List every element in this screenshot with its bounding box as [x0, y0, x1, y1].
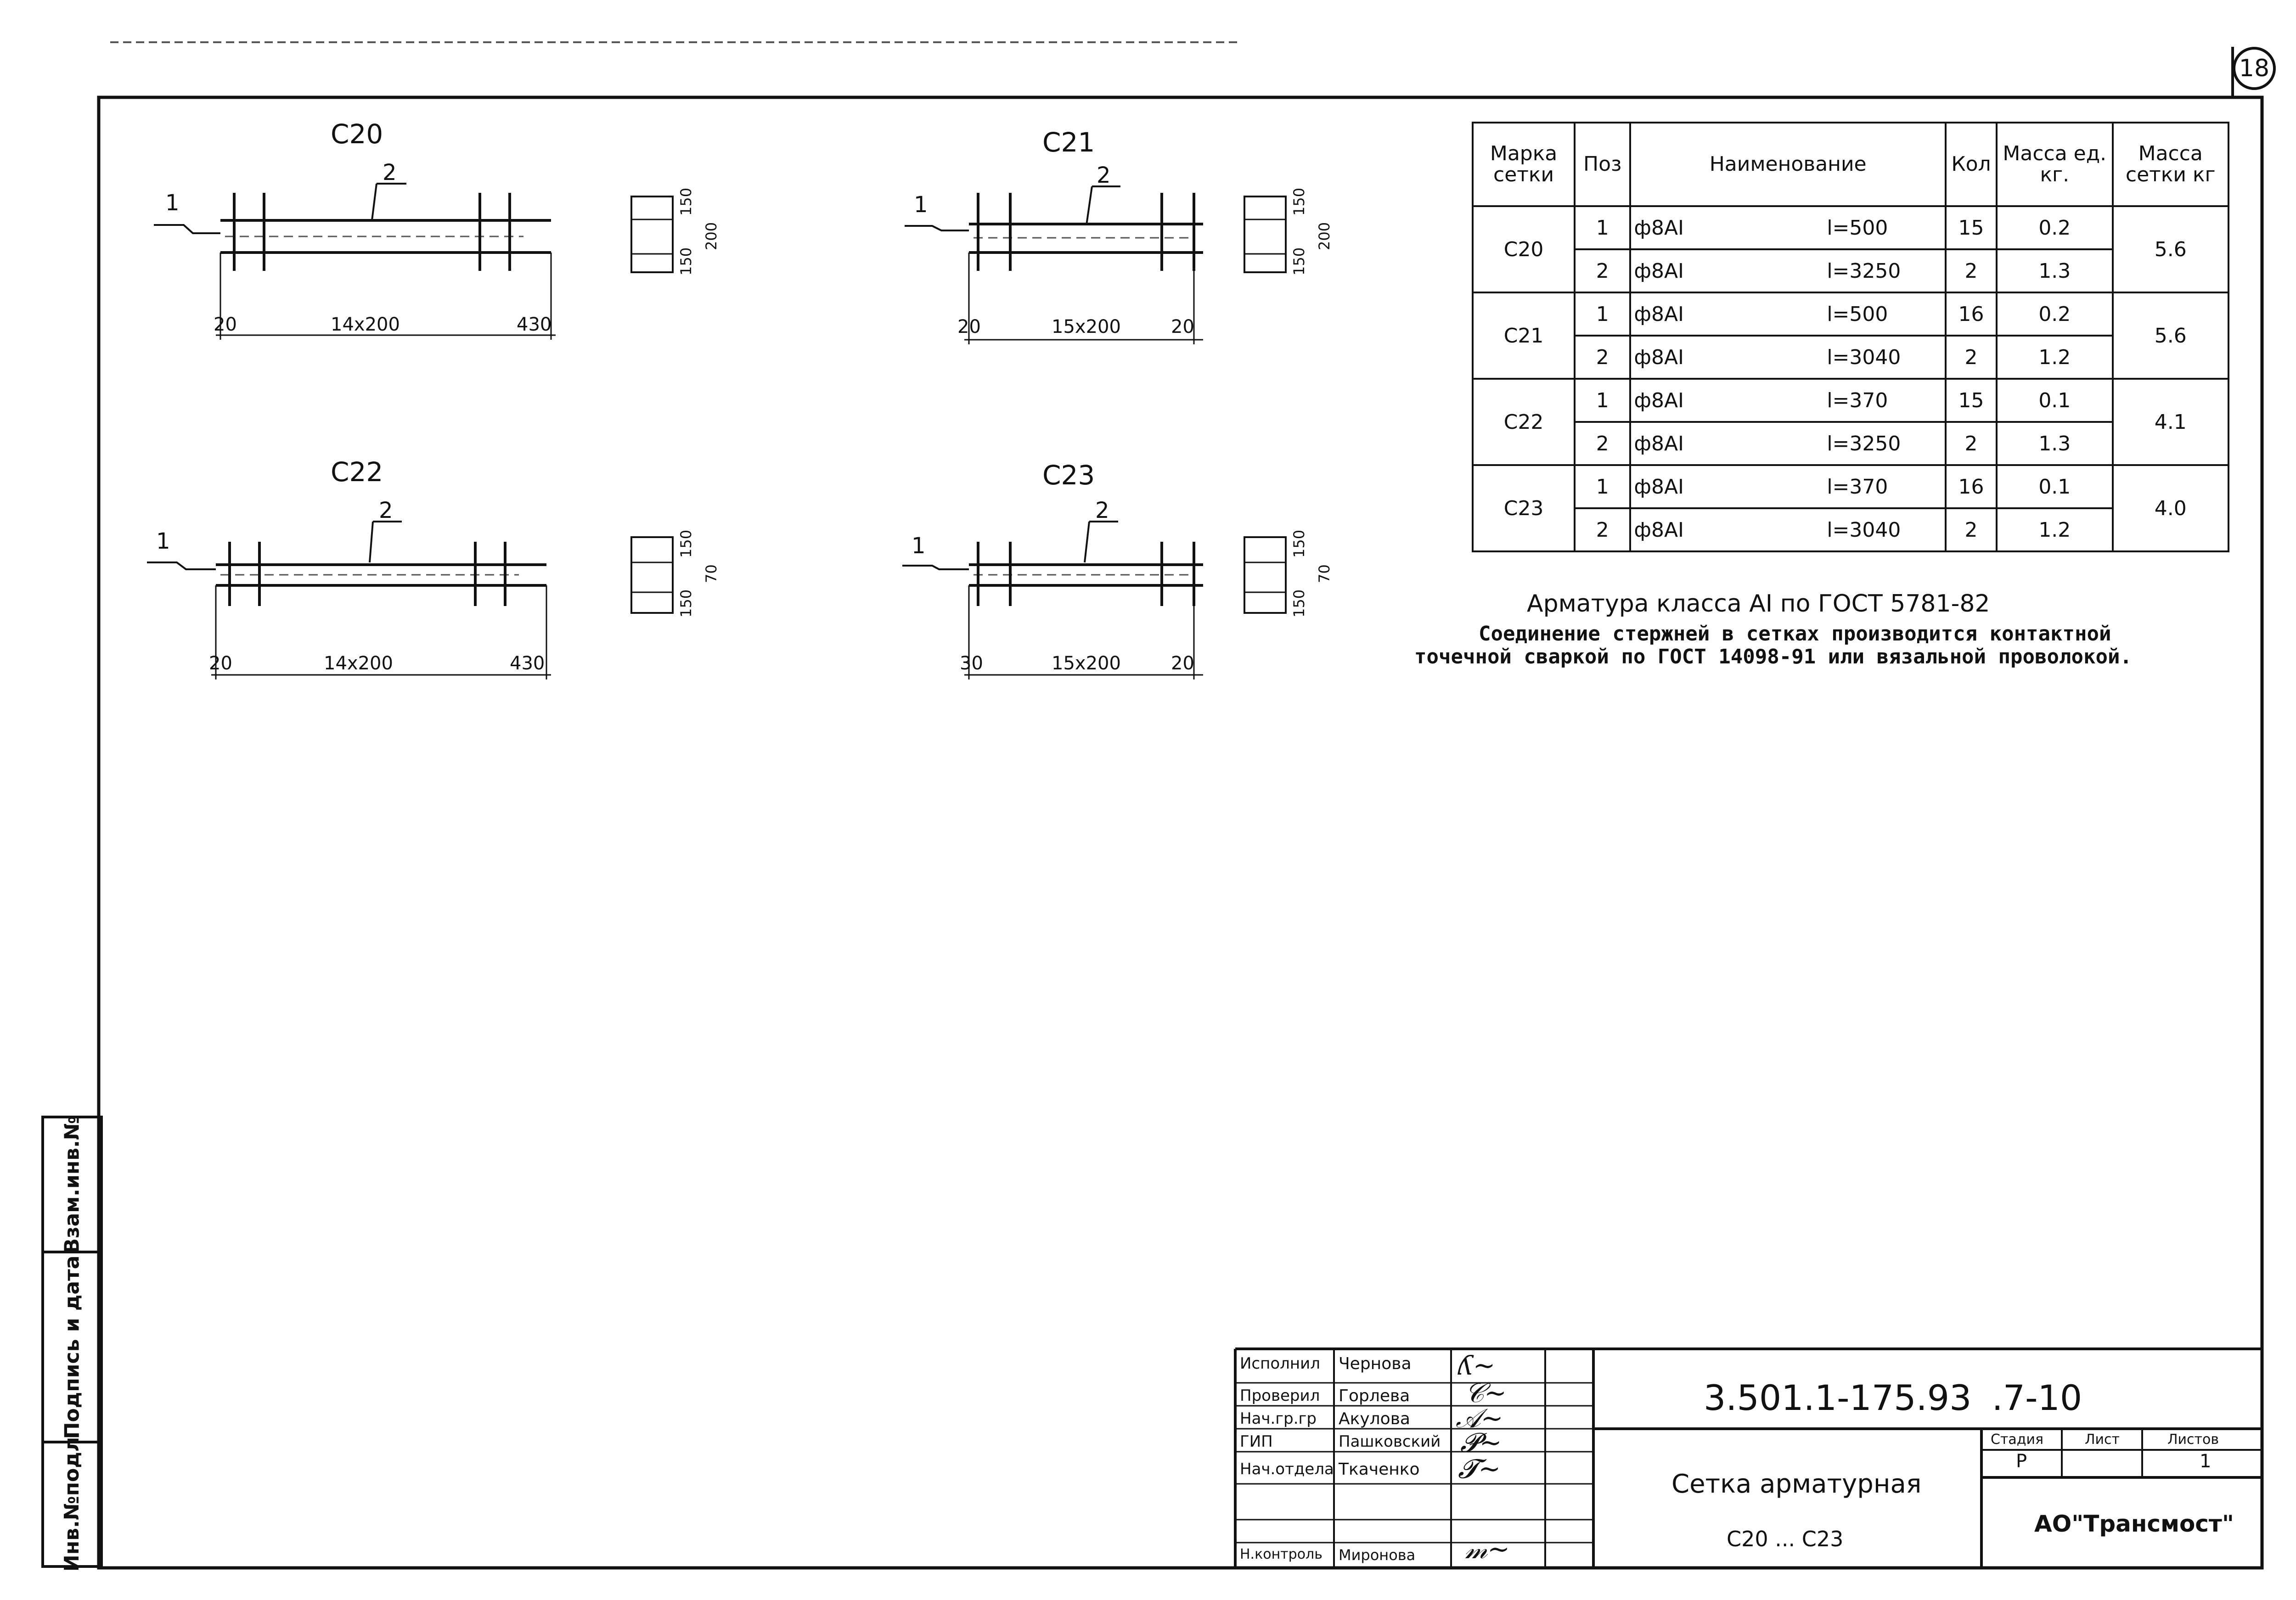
mesh-c22-dim-right: 430	[510, 653, 545, 674]
col-unit-mass: Масса ед. кг.	[1996, 122, 2114, 207]
stamp-inv-orig: Инв.№подл	[41, 1437, 103, 1572]
sheets-value: 1	[2200, 1451, 2212, 1472]
name-6: Миронова	[1339, 1546, 1416, 1564]
col-qty: Кол	[1944, 122, 1998, 207]
signature-6: 𝓂~	[1465, 1533, 1510, 1565]
mesh-c23-mark: С23	[1042, 460, 1095, 491]
mesh-c23-dim-right: 20	[1171, 653, 1194, 674]
note-connection-2: точечной сваркой по ГОСТ 14098-91 или вя…	[1414, 645, 2132, 668]
col-name: Наименование	[1629, 122, 1947, 207]
svg-text:70: 70	[1316, 564, 1333, 583]
drawing-title: Сетка арматурная	[1671, 1469, 1922, 1499]
mesh-c20-pos1: 1	[165, 190, 180, 216]
mesh-c20-dim-left: 20	[214, 314, 237, 335]
role-4: ГИП	[1240, 1432, 1273, 1451]
mesh-drawings: С20 2 1 20 14x200 430 150 150 200 С21 2 …	[147, 118, 1333, 679]
mesh-c20-mark: С20	[331, 118, 383, 150]
mesh-c20-pos2: 2	[383, 160, 397, 185]
mesh-c23-pos1: 1	[912, 533, 926, 559]
svg-text:150: 150	[677, 247, 695, 275]
note-rebar-class: Арматура класса АI по ГОСТ 5781-82	[1527, 590, 1990, 618]
sheet-label: Лист	[2085, 1432, 2120, 1448]
mesh-c21-dim-right: 20	[1171, 316, 1194, 337]
mesh-c23: С23 2 1 30 15x200 20 150 150 70	[902, 460, 1333, 679]
signature-1: ʎ~	[1458, 1350, 1496, 1381]
name-2: Горлева	[1339, 1387, 1410, 1405]
mesh-c21-dim-mid: 15x200	[1052, 316, 1121, 337]
name-3: Акулова	[1339, 1409, 1410, 1428]
mesh-c21-pos1: 1	[914, 192, 928, 218]
svg-text:150: 150	[1290, 530, 1308, 558]
role-2: Проверил	[1240, 1387, 1320, 1405]
mesh-c21-mark: С21	[1042, 127, 1095, 158]
svg-text:150: 150	[1290, 589, 1308, 618]
signature-4: 𝓟~	[1460, 1427, 1502, 1458]
name-4: Пашковский	[1339, 1432, 1441, 1451]
svg-text:150: 150	[677, 589, 695, 618]
svg-text:150: 150	[677, 530, 695, 558]
top-scan-line	[110, 41, 1240, 43]
stage-value: Р	[2016, 1451, 2027, 1472]
mesh-c23-dim-mid: 15x200	[1052, 653, 1121, 674]
signature-2: 𝒞~	[1465, 1377, 1507, 1409]
mesh-c20-dim-mid: 14x200	[331, 314, 400, 335]
sheet-number: 18	[2233, 47, 2276, 90]
svg-text:200: 200	[1316, 222, 1333, 250]
mesh-c21-pos2: 2	[1097, 163, 1111, 188]
signature-3: 𝒜~	[1456, 1403, 1503, 1434]
mesh-c22-dim-mid: 14x200	[324, 653, 393, 674]
svg-text:70: 70	[703, 564, 720, 583]
stage-label: Стадия	[1991, 1432, 2044, 1448]
mesh-c22-dim-left: 20	[209, 653, 232, 674]
col-pos: Поз	[1574, 122, 1632, 207]
doc-code: 3.501.1-175.93 .7-10	[1704, 1377, 2082, 1418]
note-connection-1: Соединение стержней в сетках производитс…	[1479, 622, 2111, 646]
mesh-c22-pos2: 2	[379, 498, 393, 523]
role-1: Исполнил	[1240, 1354, 1320, 1373]
mesh-c23-dim-left: 30	[960, 653, 983, 674]
signature-5: 𝓣~	[1458, 1453, 1501, 1484]
svg-text:150: 150	[1290, 188, 1308, 216]
name-1: Чернова	[1339, 1354, 1412, 1373]
role-3: Нач.гр.гр	[1240, 1409, 1317, 1428]
mesh-c20-dim-right: 430	[517, 314, 551, 335]
mesh-c21: С21 2 1 20 15x200 20 150 150 200	[905, 127, 1333, 344]
role-6: Н.контроль	[1240, 1546, 1322, 1562]
mesh-c21-dim-left: 20	[957, 316, 981, 337]
spec-header-row: Марка сетки Поз Наименование Кол Масса е…	[1471, 122, 2230, 207]
mesh-c22-mark: С22	[331, 456, 383, 488]
svg-text:150: 150	[677, 188, 695, 216]
svg-text:150: 150	[1290, 247, 1308, 275]
mesh-c22-pos1: 1	[156, 528, 170, 554]
mesh-c22: С22 2 1 20 14x200 430 150 150 70	[147, 456, 720, 679]
organization: АО"Трансмост"	[2034, 1510, 2234, 1537]
sheets-label: Листов	[2167, 1432, 2219, 1448]
mesh-c23-pos2: 2	[1095, 498, 1109, 523]
col-mark: Марка сетки	[1471, 122, 1576, 207]
specification-table: Марка сетки Поз Наименование Кол Масса е…	[1471, 122, 2230, 552]
drawing-subtitle: С20 ... С23	[1727, 1527, 1844, 1551]
col-mesh-mass: Масса сетки кг	[2111, 122, 2230, 207]
name-5: Ткаченко	[1339, 1460, 1420, 1479]
svg-text:200: 200	[703, 222, 720, 250]
role-5: Нач.отдела	[1240, 1460, 1334, 1478]
mesh-c20: С20 2 1 20 14x200 430 150 150 200	[154, 118, 720, 340]
